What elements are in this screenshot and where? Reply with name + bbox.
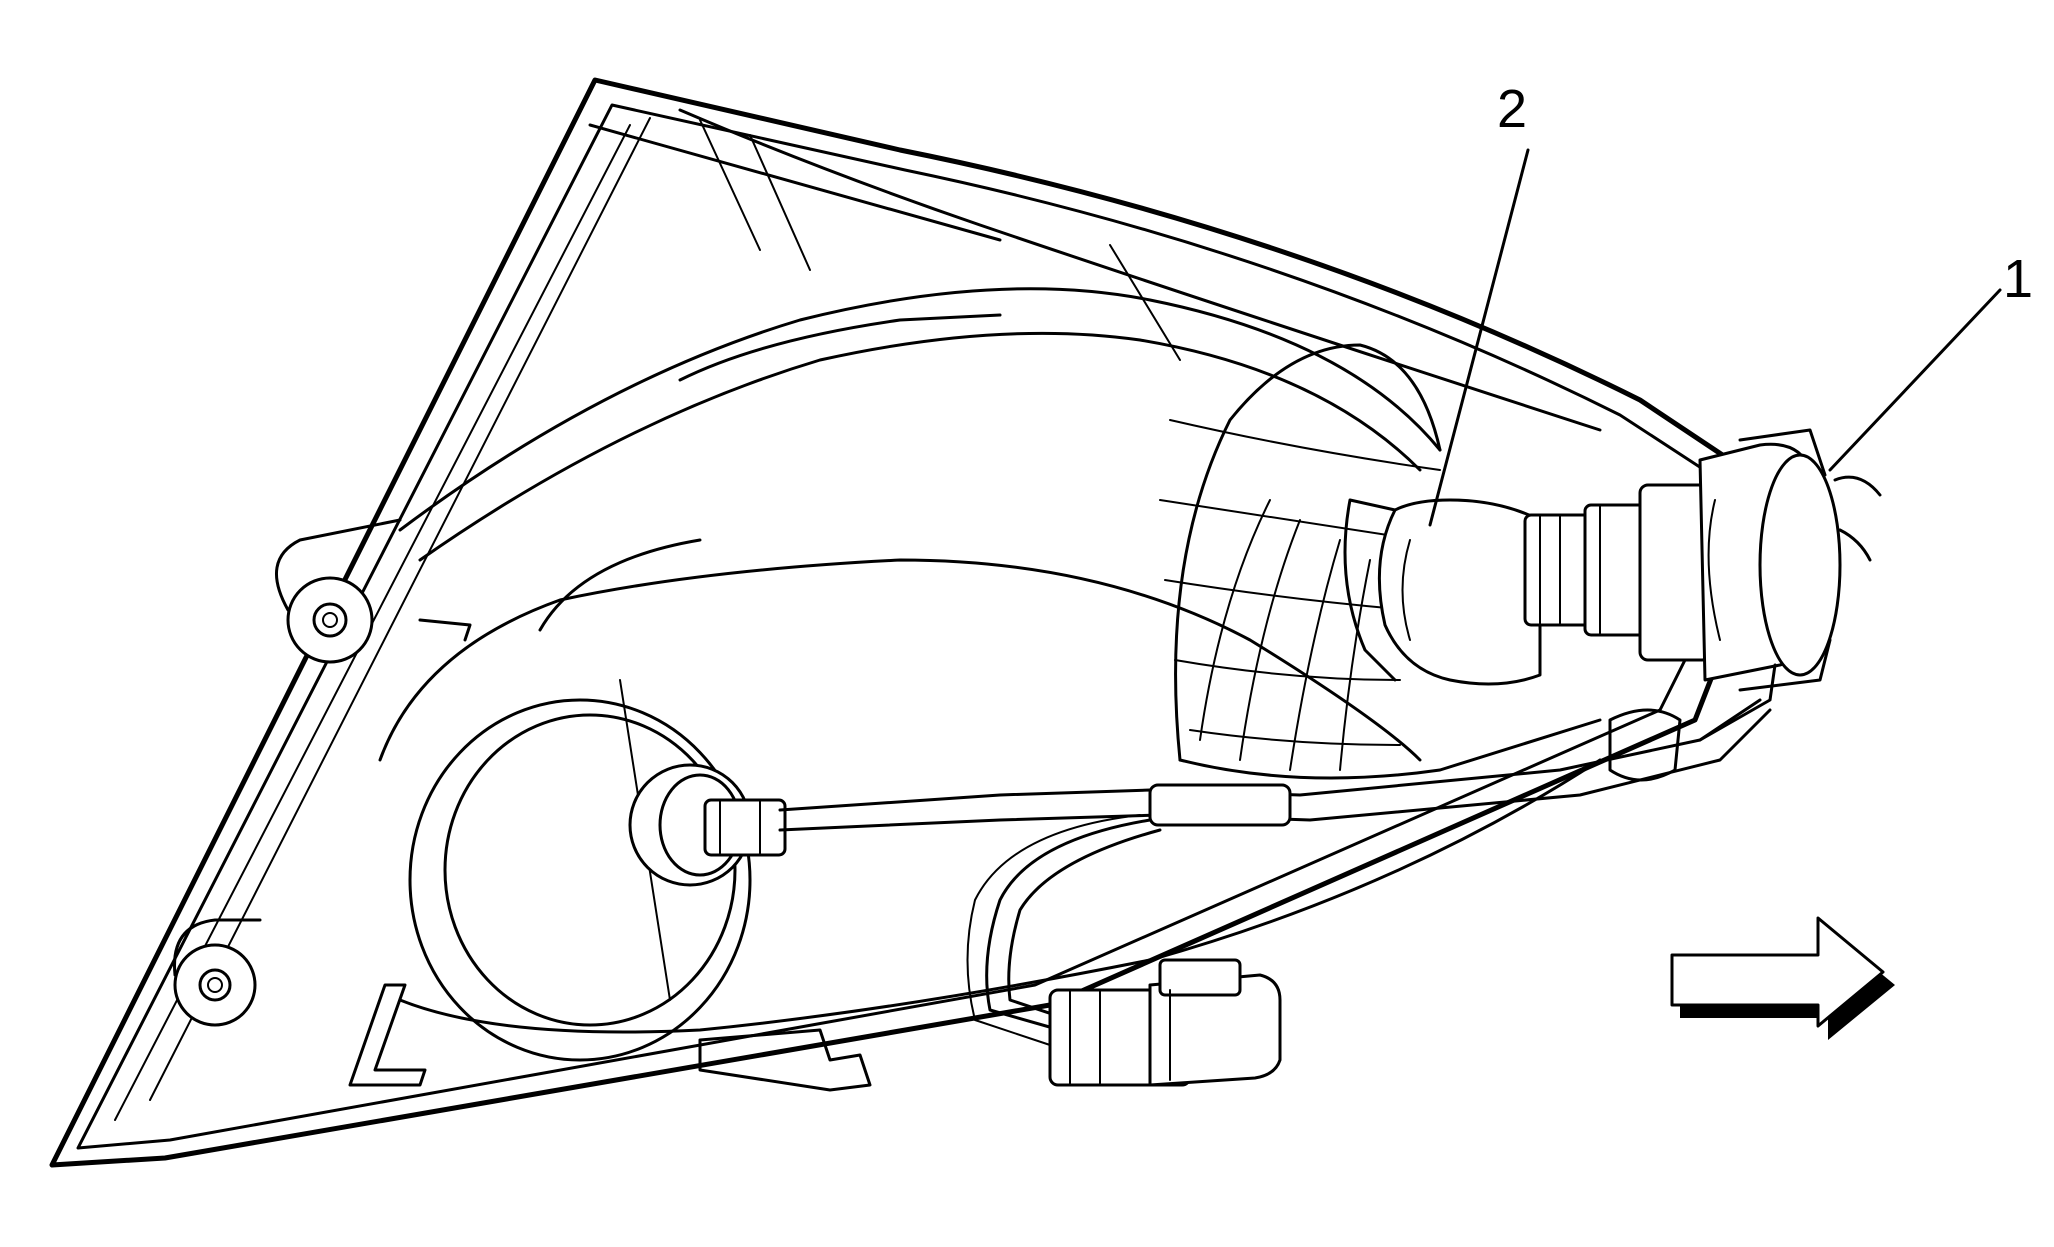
bulb-socket-connector (1523, 428, 1882, 692)
leader-line-1 (1828, 288, 2002, 472)
callout-label-2: 2 (1497, 79, 1527, 139)
reflector-grid (1159, 343, 1602, 780)
leader-lines (1428, 148, 2002, 527)
callout-label-1: 1 (2003, 249, 2033, 309)
housing-tabs (418, 618, 1682, 1092)
leader-line-2 (1428, 148, 1530, 527)
wiring-harness (778, 663, 1777, 1046)
bulb (1343, 498, 1542, 686)
lower-socket (628, 763, 787, 887)
harness-connector (1048, 958, 1282, 1087)
lamp-housing (49, 77, 1748, 1168)
housing-l-marking (348, 983, 427, 1087)
direction-arrow-icon (1670, 916, 1895, 1040)
